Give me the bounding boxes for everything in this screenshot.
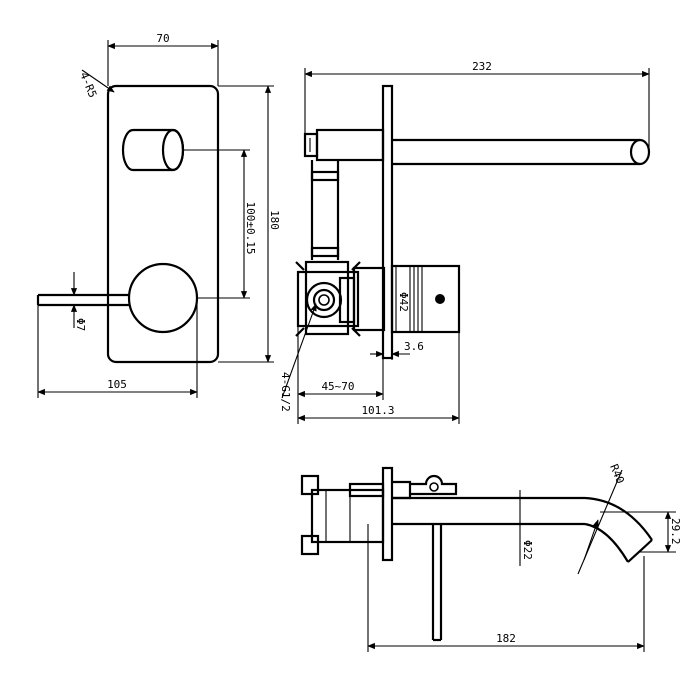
dim-depth-range: 45~70: [321, 380, 354, 393]
rear-body: [300, 474, 385, 556]
lever-handle: [36, 293, 130, 307]
front-view: 70 4-R5 180 100±0.15 Φ7 105: [36, 32, 281, 398]
riser-pipe: [310, 160, 340, 260]
cartridge-cap: [392, 474, 458, 500]
dim-spout-diameter: Φ22: [521, 540, 534, 560]
spout-pipe: [392, 138, 651, 166]
dim-spout-length-bottom: 182: [496, 632, 516, 645]
diverter-knob: [121, 128, 185, 172]
dim-plate-width: 70: [156, 32, 169, 45]
dim-body-depth: 101.3: [361, 404, 394, 417]
dim-center-distance: 100±0.15: [244, 202, 257, 255]
curved-spout: [392, 496, 653, 563]
dim-corner-radius: 4-R5: [77, 70, 99, 99]
valve-body: [295, 260, 361, 337]
diverter-spindle: [303, 128, 385, 162]
handle-stem: [431, 524, 443, 642]
wall-plate: [381, 84, 394, 360]
dim-plate-height: 180: [268, 210, 281, 230]
dim-spout-length-top: 232: [472, 60, 492, 73]
dim-plate-thickness: 3.6: [404, 340, 424, 353]
dim-spout-radius: R40: [607, 462, 626, 485]
backplate-outline: [106, 84, 220, 364]
dim-handle-length: 105: [107, 378, 127, 391]
side-view: 232 Φ42 3.6 4-G1/2 45~70 101.3: [279, 60, 651, 424]
dim-inlet-thread: 4-G1/2: [279, 372, 292, 412]
set-screw: [435, 294, 445, 304]
dim-handle-diameter: Φ7: [74, 318, 87, 331]
mixer-handle-circle: [127, 262, 199, 334]
dim-spout-drop: 29.2: [669, 518, 682, 545]
cartridge-housing: [352, 264, 461, 334]
dim-body-diameter: Φ42: [397, 292, 410, 312]
top-view: R40 29.2 Φ22 182: [300, 462, 682, 652]
